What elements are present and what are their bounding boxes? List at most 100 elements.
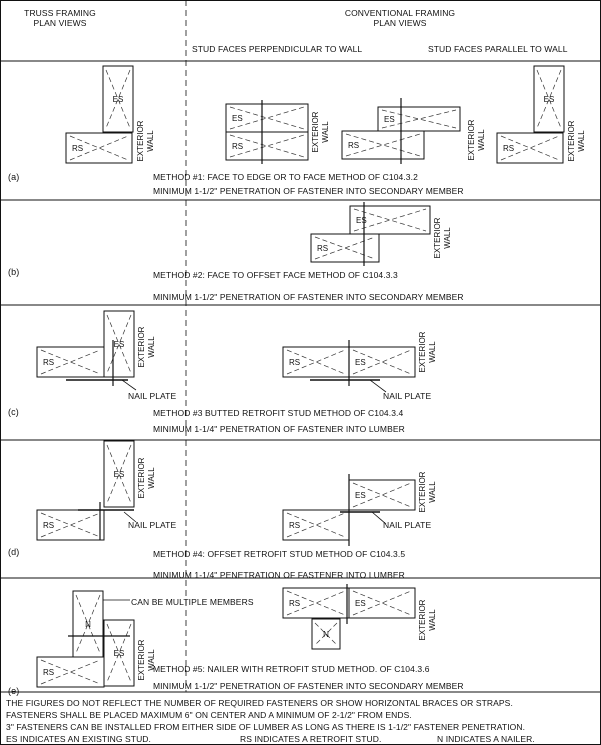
a-truss-rs-diag1 [69,135,129,161]
parallel-heading: STUD FACES PARALLEL TO WALL [428,44,568,54]
conventional-title: CONVENTIONAL FRAMING PLAN VIEWS [330,8,470,28]
c-truss-leader [121,379,137,391]
c-conv-rs-diag2 [286,349,346,375]
a-perp-rs: RS [225,131,309,161]
d-truss-es-diag2 [106,444,132,504]
panel-e-method: METHOD #5: NAILER WITH RETROFIT STUD MET… [153,664,430,674]
d-conv-wall-wall: WALL [428,481,437,503]
d-conv-es-diag1 [352,482,412,508]
d-truss-es-outline [103,440,135,508]
a-truss-es-label: ES [113,95,124,104]
a-perp-wall-exterior: EXTERIOR [311,111,320,152]
e-truss-n-diag1 [75,594,101,654]
a-mid-rs-diag2 [345,133,421,157]
e-conv-n-diag2 [314,622,338,646]
panel-a-letter: (a) [8,172,20,182]
e-truss-es-outline [103,619,135,687]
e-conv-es-diag2 [352,590,412,616]
d-truss-es-label: ES [114,470,125,479]
a-mid-rs-outline [341,130,425,160]
a-par-wall-wall: WALL [577,130,586,152]
a-perp-wall-wall: WALL [321,121,330,143]
a-perp-es-diag2 [229,106,305,130]
nail-plate-label-c-truss: NAIL PLATE [128,391,177,401]
d-truss-es: ES [103,440,135,508]
d-conv-rs: RS [282,509,350,541]
a-mid-rs-label: RS [348,141,359,150]
e-conv-rs-diag2 [286,590,346,616]
e-conv-es-label: ES [355,599,366,608]
b-rs: RS [310,233,380,263]
a-par-rs-outline [496,132,564,164]
d-conv-es-label: ES [355,491,366,500]
d-conv-leader [371,511,387,525]
b-es-label: ES [356,216,367,225]
a-par-rs-diag1 [500,135,560,161]
a-mid-wall-wall: WALL [477,129,486,151]
panel-e-letter: (e) [8,686,20,696]
c-truss-wall-wall: WALL [147,336,156,358]
e-truss-es: ES [103,619,135,687]
e-conv-n-diag1 [314,622,338,646]
a-par-es: ES [533,65,565,133]
e-conv-n-label: N [323,630,329,639]
multiple-members-label: CAN BE MULTIPLE MEMBERS [131,597,254,607]
e-conv-n-outline [311,618,341,650]
panel-a-method: METHOD #1: FACE TO EDGE OR TO FACE METHO… [153,172,418,182]
a-perp-es-label: ES [232,114,243,123]
a-mid-wall-exterior: EXTERIOR [467,119,476,160]
a-perp-rs-diag1 [229,134,305,158]
d-truss-rs: RS [36,509,105,541]
b-wall-wall: WALL [443,227,452,249]
d-truss-leader [123,511,137,523]
c-conv-rs: RS [282,346,350,378]
c-truss-wall-exterior: EXTERIOR [137,326,146,367]
b-es: ES [349,205,431,235]
a-perp-rs-label: RS [232,142,243,151]
e-conv-es: ES [348,587,416,619]
e-truss-rs-outline [36,656,105,688]
d-conv-wall-exterior: EXTERIOR [418,471,427,512]
a-truss-es: ES [102,65,134,133]
c-conv-es-label: ES [355,358,366,367]
c-truss-rs-diag2 [40,349,101,375]
truss-title-line2: PLAN VIEWS [33,18,87,28]
perpendicular-heading: STUD FACES PERPENDICULAR TO WALL [192,44,363,54]
d-truss-rs-diag1 [40,512,101,538]
a-perp-rs-diag2 [229,134,305,158]
d-conv-rs-label: RS [289,521,300,530]
a-perp-es-diag1 [229,106,305,130]
panel-c-minimum: MINIMUM 1-1/4" PENETRATION OF FASTENER I… [153,424,405,434]
d-conv-es-diag2 [352,482,412,508]
c-truss-rs: RS [36,346,105,378]
e-conv-es-diag1 [352,590,412,616]
e-truss-rs: RS [36,656,105,688]
a-mid-rs: RS [341,130,425,160]
b-rs-outline [310,233,380,263]
e-truss-n-diag2 [75,594,101,654]
a-truss-rs: RS [65,132,133,164]
e-truss-es-diag2 [106,623,132,683]
c-truss-es-label: ES [114,340,125,349]
c-conv-es-diag1 [352,349,412,375]
e-truss-rs-label: RS [43,668,54,677]
panel-c-method: METHOD #3 BUTTED RETROFIT STUD METHOD OF… [153,408,404,418]
note-es: ES INDICATES AN EXISTING STUD. [6,734,152,744]
e-conv-rs: RS [282,587,350,619]
a-par-rs: RS [496,132,564,164]
d-truss-rs-label: RS [43,521,54,530]
b-es-outline [349,205,431,235]
c-truss-rs-diag1 [40,349,101,375]
e-truss-es-diag1 [106,623,132,683]
c-truss-rs-outline [36,346,105,378]
conventional-title-line2: PLAN VIEWS [373,18,427,28]
panel-d-minimum: MINIMUM 1-1/4" PENETRATION OF FASTENER I… [153,570,405,580]
d-truss-wall-exterior: EXTERIOR [137,457,146,498]
c-truss-es-diag2 [106,314,132,374]
